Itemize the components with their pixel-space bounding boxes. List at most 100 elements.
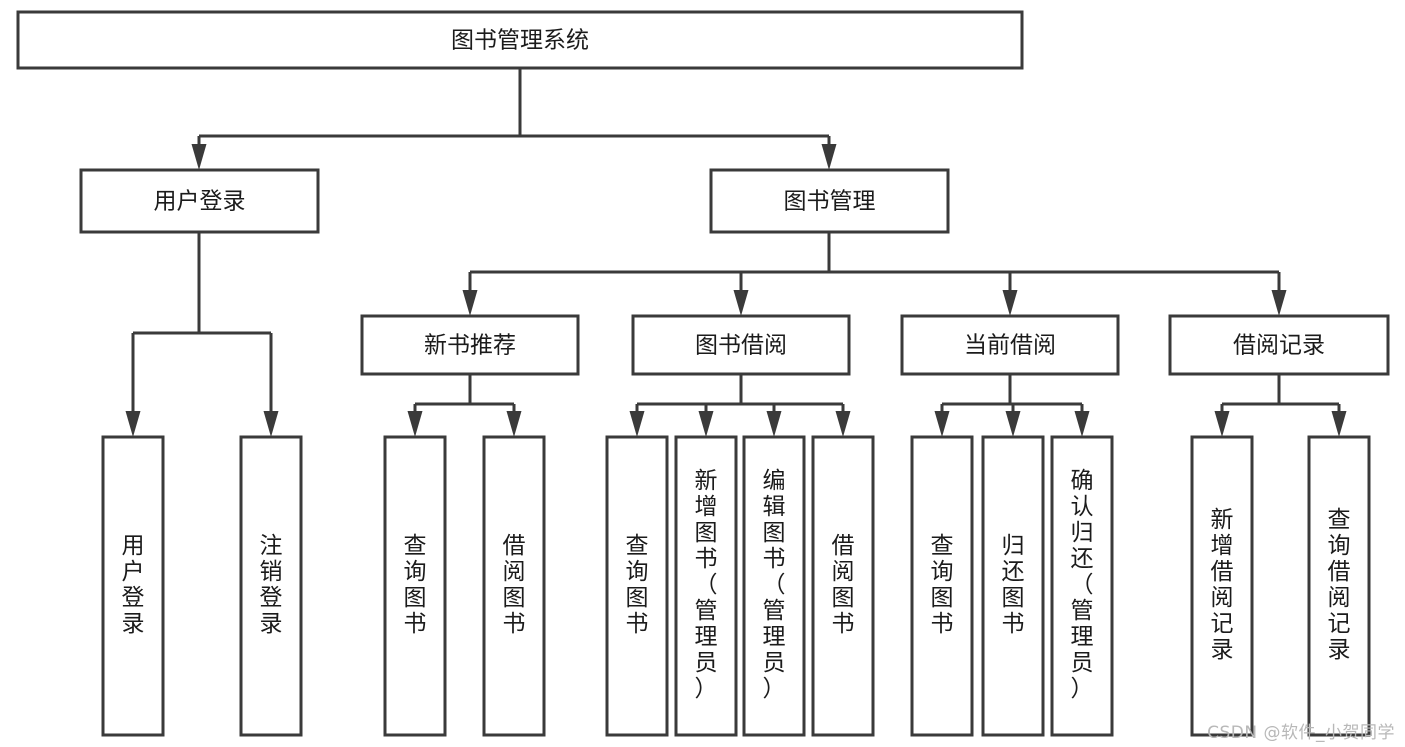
node-leaf-add-book[interactable]: 新增图书（管理员）: [674, 435, 738, 737]
arrow-head-icon: [1214, 411, 1230, 437]
node-leaf-query-record[interactable]: 查询借阅记录: [1307, 435, 1371, 737]
csdn-watermark: CSDN @软件_小贺同学: [1207, 723, 1395, 743]
connector: [821, 136, 837, 170]
arrow-head-icon: [766, 411, 782, 437]
node-label-current-borrow: 当前借阅: [964, 333, 1056, 359]
connector: [766, 404, 782, 437]
connector: [191, 136, 207, 170]
node-label-leaf-add-record: 新增借阅记录: [1211, 507, 1234, 663]
node-box-new-book-recommend[interactable]: [360, 314, 580, 376]
node-leaf-borrow-book-2[interactable]: 借阅图书: [811, 435, 875, 737]
node-label-borrow-record: 借阅记录: [1233, 333, 1325, 359]
connector: [698, 404, 714, 437]
node-leaf-borrow-book-1[interactable]: 借阅图书: [482, 435, 546, 737]
node-box-leaf-add-record[interactable]: [1190, 435, 1254, 737]
arrow-head-icon: [263, 411, 279, 437]
arrow-head-icon: [733, 290, 749, 316]
node-box-borrow-record[interactable]: [1168, 314, 1390, 376]
node-box-leaf-confirm-return[interactable]: [1050, 435, 1114, 737]
node-user-login[interactable]: 用户登录: [79, 168, 320, 234]
node-leaf-return-book[interactable]: 归还图书: [981, 435, 1045, 737]
arrow-head-icon: [835, 411, 851, 437]
node-box-leaf-borrow-book-2[interactable]: [811, 435, 875, 737]
node-label-leaf-logout: 注销登录: [260, 533, 283, 637]
node-leaf-logout[interactable]: 注销登录: [239, 435, 303, 737]
arrow-head-icon: [1002, 290, 1018, 316]
node-label-leaf-add-book: 新增图书（管理员）: [695, 468, 718, 702]
node-box-leaf-query-book-1[interactable]: [383, 435, 447, 737]
node-leaf-user-login[interactable]: 用户登录: [101, 435, 165, 737]
node-box-leaf-logout[interactable]: [239, 435, 303, 737]
node-root[interactable]: 图书管理系统: [16, 10, 1024, 70]
arrow-head-icon: [1271, 290, 1287, 316]
connector: [407, 404, 423, 437]
node-leaf-add-record[interactable]: 新增借阅记录: [1190, 435, 1254, 737]
connector: [1002, 272, 1018, 316]
arrow-head-icon: [407, 411, 423, 437]
node-borrow-record[interactable]: 借阅记录: [1168, 314, 1390, 376]
connector: [733, 272, 749, 316]
connector: [1214, 404, 1230, 437]
node-label-new-book-recommend: 新书推荐: [424, 333, 516, 359]
node-label-leaf-confirm-return: 确认归还（管理员）: [1071, 468, 1094, 702]
node-label-leaf-query-record: 查询借阅记录: [1328, 507, 1351, 663]
arrow-head-icon: [629, 411, 645, 437]
node-current-borrow[interactable]: 当前借阅: [900, 314, 1120, 376]
node-box-leaf-query-book-3[interactable]: [910, 435, 974, 737]
node-box-leaf-edit-book[interactable]: [742, 435, 806, 737]
node-label-leaf-edit-book: 编辑图书（管理员）: [763, 468, 786, 702]
node-leaf-query-book-1[interactable]: 查询图书: [383, 435, 447, 737]
node-label-book-borrow: 图书借阅: [695, 333, 787, 359]
arrow-head-icon: [191, 144, 207, 170]
node-box-current-borrow[interactable]: [900, 314, 1120, 376]
arrow-head-icon: [821, 144, 837, 170]
node-leaf-confirm-return[interactable]: 确认归还（管理员）: [1050, 435, 1114, 737]
node-box-leaf-query-record[interactable]: [1307, 435, 1371, 737]
node-box-leaf-return-book[interactable]: [981, 435, 1045, 737]
node-label-leaf-user-login: 用户登录: [122, 533, 145, 637]
connector: [1271, 272, 1287, 316]
arrow-head-icon: [506, 411, 522, 437]
node-layer: 图书管理系统用户登录图书管理新书推荐图书借阅当前借阅借阅记录用户登录注销登录查询…: [16, 10, 1390, 737]
node-label-leaf-query-book-2: 查询图书: [626, 533, 649, 637]
node-box-leaf-borrow-book-1[interactable]: [482, 435, 546, 737]
arrow-head-icon: [462, 290, 478, 316]
connector: [629, 404, 645, 437]
connector: [835, 404, 851, 437]
node-box-user-login[interactable]: [79, 168, 320, 234]
node-label-leaf-query-book-1: 查询图书: [404, 533, 427, 637]
node-box-leaf-user-login[interactable]: [101, 435, 165, 737]
node-leaf-query-book-2[interactable]: 查询图书: [605, 435, 669, 737]
node-box-leaf-query-book-2[interactable]: [605, 435, 669, 737]
node-label-leaf-borrow-book-2: 借阅图书: [832, 533, 855, 637]
connector: [462, 272, 478, 316]
connector: [1005, 404, 1021, 437]
node-book-borrow[interactable]: 图书借阅: [631, 314, 851, 376]
node-label-root: 图书管理系统: [451, 28, 589, 54]
arrow-head-icon: [934, 411, 950, 437]
node-label-leaf-borrow-book-1: 借阅图书: [503, 533, 526, 637]
node-box-book-manage[interactable]: [709, 168, 950, 234]
node-label-leaf-query-book-3: 查询图书: [931, 533, 954, 637]
node-leaf-query-book-3[interactable]: 查询图书: [910, 435, 974, 737]
node-book-manage[interactable]: 图书管理: [709, 168, 950, 234]
connector: [125, 333, 141, 437]
node-label-book-manage: 图书管理: [784, 189, 876, 215]
connector: [263, 333, 279, 437]
node-box-root[interactable]: [16, 10, 1024, 70]
arrow-head-icon: [698, 411, 714, 437]
arrow-head-icon: [125, 411, 141, 437]
node-box-book-borrow[interactable]: [631, 314, 851, 376]
connector: [506, 404, 522, 437]
connector-layer: [125, 68, 1347, 437]
arrow-head-icon: [1074, 411, 1090, 437]
node-leaf-edit-book[interactable]: 编辑图书（管理员）: [742, 435, 806, 737]
node-label-user-login: 用户登录: [154, 189, 246, 215]
node-new-book-recommend[interactable]: 新书推荐: [360, 314, 580, 376]
arrow-head-icon: [1331, 411, 1347, 437]
connector: [934, 404, 950, 437]
connector: [1074, 404, 1090, 437]
node-box-leaf-add-book[interactable]: [674, 435, 738, 737]
